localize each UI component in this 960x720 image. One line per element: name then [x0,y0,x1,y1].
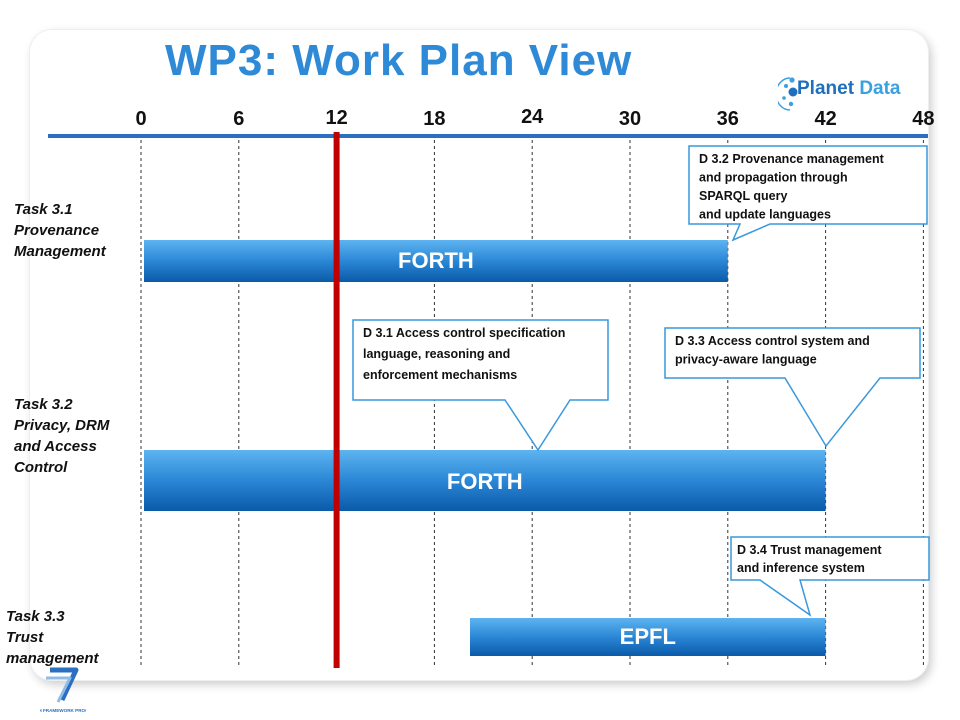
month-tick-label: 6 [233,108,244,130]
task-bar [144,450,826,511]
deliverable-callout-d32: D 3.2 Provenance management and propagati… [688,145,928,242]
svg-text:SEVENTH FRAMEWORK PROGRAMME: SEVENTH FRAMEWORK PROGRAMME [40,708,86,713]
deliverable-callout-d31: D 3.1 Access control specification langua… [352,319,609,452]
logo-text-data: Data [859,78,901,99]
callout-text-line: language, reasoning and [363,347,510,361]
task-bar-label: FORTH [447,469,523,494]
task-label-3-1: Task 3.1 Provenance Management [14,201,106,260]
planet-data-dots-icon [778,77,798,111]
callout-box [688,145,928,242]
callout-text-line: and inference system [737,561,865,575]
month-tick-label: 18 [423,108,445,130]
task-label-3-3: Task 3.3 Trust management [6,608,99,667]
planet-data-logo: Planet Data [778,72,928,122]
month-tick-label: 42 [814,108,836,130]
task-bar-label: FORTH [398,248,474,273]
month-tick-label: 30 [619,108,641,130]
callout-text-line: and propagation through [699,171,848,185]
month-tick-label: 12 [325,107,347,129]
callout-text-line: SPARQL query [699,189,787,203]
task-bar [144,240,728,282]
callout-text-line: enforcement mechanisms [363,368,517,382]
deliverable-callout-d33: D 3.3 Access control system and privacy-a… [664,327,921,448]
logo-text-planet: Planet [797,78,855,99]
callout-text-line: D 3.3 Access control system and [675,334,870,348]
task-bar-label: EPFL [620,624,676,649]
task-bar [470,618,826,656]
callout-text-line: D 3.4 Trust management [737,543,882,557]
callout-text-line: D 3.2 Provenance management [699,152,885,166]
seventh-framework-programme-logo: SEVENTH FRAMEWORK PROGRAMME [40,667,86,713]
callout-text-line: and update languages [699,208,831,222]
callout-box [352,319,609,452]
page-title: WP3: Work Plan View [165,36,633,85]
deliverable-callout-d34: D 3.4 Trust management and inference syst… [730,536,930,617]
month-tick-label: 48 [912,108,934,130]
month-tick-label: 0 [135,108,146,130]
callout-text-line: privacy-aware language [675,353,817,367]
month-tick-label: 36 [717,108,739,130]
callout-box [730,536,930,617]
task-label-3-2: Task 3.2 Privacy, DRM and Access Control [14,396,110,476]
callout-box [664,327,921,448]
callout-text-line: D 3.1 Access control specification [363,326,565,340]
month-tick-label: 24 [521,106,544,128]
